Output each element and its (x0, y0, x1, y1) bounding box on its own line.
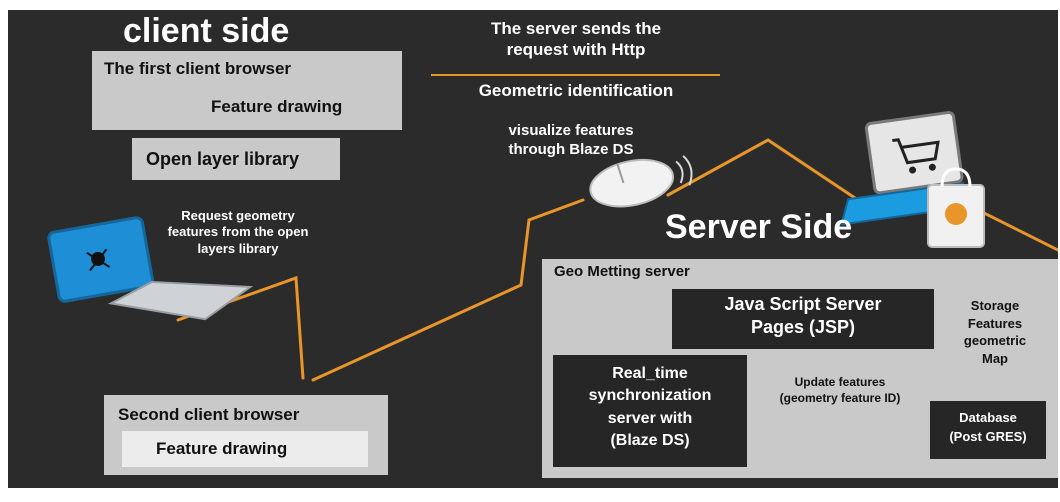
request-note-line: features from the open (167, 224, 309, 240)
second-client-feature-box: Feature drawing (122, 431, 368, 467)
storage-line: geometric (963, 333, 1027, 349)
http-request-note: The server sends the request with Http (436, 18, 716, 61)
http-note-line: The server sends the (490, 19, 662, 38)
database-line: Database (959, 410, 1017, 425)
second-client-feature-drawing: Feature drawing (156, 439, 288, 458)
database-line: (Post GRES) (949, 428, 1027, 444)
open-layer-library-label: Open layer library (146, 149, 300, 169)
update-features-note: Update features (geometry feature ID) (748, 375, 932, 406)
blaze-connector-line (666, 138, 860, 202)
realtime-line: server with (607, 409, 693, 427)
geo-metting-server-panel: Geo Metting server Java Script Server Pa… (542, 259, 1058, 478)
blaze-note-line: through Blaze DS (508, 140, 634, 158)
jsp-line: Pages (JSP) (750, 316, 856, 337)
storage-line: Map (982, 350, 1008, 366)
second-client-browser-box: Second client browser Feature drawing (104, 395, 388, 475)
geometric-identification-label: Geometric identification (478, 81, 674, 100)
update-line: Update features (794, 375, 886, 389)
second-client-browser-title: Second client browser (118, 405, 300, 424)
client-side-heading: client side (123, 12, 290, 50)
computer-mouse-icon (589, 155, 693, 208)
update-line: (geometry feature ID) (779, 390, 901, 405)
request-note-line: Request geometry (181, 208, 295, 223)
open-layer-library-box: Open layer library (132, 138, 340, 180)
storage-line: Storage (970, 298, 1020, 313)
realtime-line: (Blaze DS) (610, 432, 690, 450)
request-geometry-note: Request geometry features from the open … (138, 208, 338, 257)
blaze-ds-note: visualize features through Blaze DS (456, 122, 686, 160)
http-note-line: request with Http (506, 40, 646, 60)
network-connector-line (311, 198, 585, 382)
realtime-line: Real_time (612, 365, 688, 382)
shopping-bag-icon (927, 167, 985, 248)
first-client-feature-drawing: Feature drawing (211, 97, 343, 116)
realtime-sync-box: Real_time synchronization server with (B… (553, 355, 747, 467)
jsp-box: Java Script Server Pages (JSP) (672, 289, 934, 349)
storage-features-note: Storage Features geometric Map (940, 297, 1050, 367)
database-label: Database (Post GRES) (930, 409, 1046, 447)
first-client-browser-box: The first client browser Feature drawing (92, 51, 402, 130)
server-side-heading: Server Side (665, 208, 853, 246)
laptop-icon (47, 216, 254, 321)
jsp-line: Java Script Server (724, 294, 882, 314)
blaze-note-line: visualize features (508, 122, 634, 139)
jsp-label: Java Script Server Pages (JSP) (672, 293, 934, 338)
realtime-line: synchronization (588, 387, 712, 405)
geo-metting-server-title: Geo Metting server (554, 263, 690, 280)
database-box: Database (Post GRES) (930, 401, 1046, 459)
request-note-line: layers library (197, 240, 279, 256)
diagram-canvas: client side The first client browser Fea… (8, 10, 1058, 488)
storage-line: Features (967, 315, 1023, 331)
first-client-browser-title: The first client browser (104, 59, 292, 78)
realtime-sync-label: Real_time synchronization server with (B… (553, 363, 747, 453)
